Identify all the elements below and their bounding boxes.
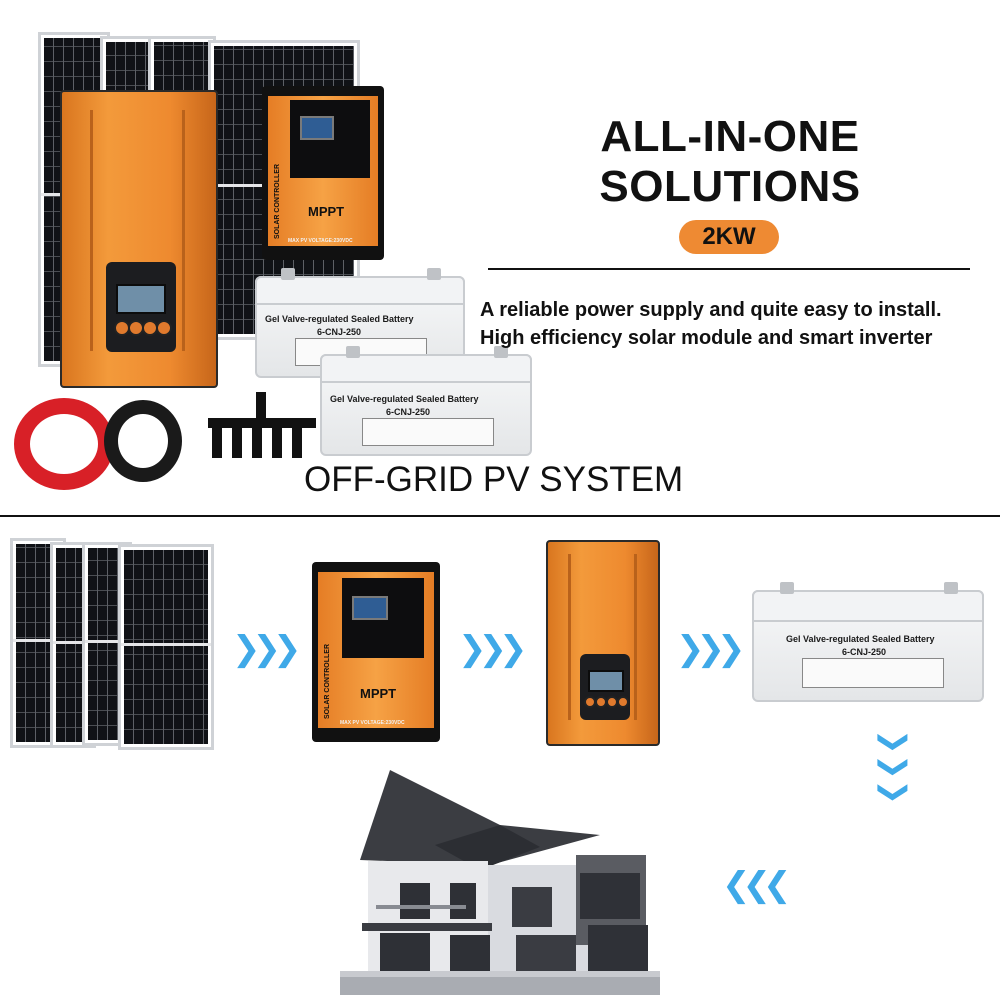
battery-title: Gel Valve-regulated Sealed Battery (265, 314, 414, 324)
section-divider (488, 268, 970, 270)
battery: Gel Valve-regulated Sealed Battery 6-CNJ… (320, 346, 532, 456)
house-illustration (340, 770, 660, 995)
battery-model: 6-CNJ-250 (842, 647, 887, 657)
inverter-button (156, 320, 172, 336)
chevron-right-icon: ❯❯❯ (676, 630, 746, 668)
inverter-display-panel (106, 262, 176, 352)
battery-model: 6-CNJ-250 (317, 327, 362, 337)
controller-side-label: SOLAR CONTROLLER (324, 643, 332, 720)
headline-line-2: SOLUTIONS (599, 162, 861, 211)
flow-mppt-controller: MPPT SOLAR CONTROLLER MAX PV VOLTAGE:230… (312, 562, 440, 742)
red-cable-coil (14, 398, 114, 490)
controller-voltage-label: MAX PV VOLTAGE:230VDC (340, 720, 405, 726)
controller-lcd (300, 116, 334, 140)
controller-voltage-label: MAX PV VOLTAGE:230VDC (288, 238, 353, 244)
battery-model: 6-CNJ-250 (386, 407, 431, 417)
controller-side-label: SOLAR CONTROLLER (274, 163, 282, 240)
inverter-button (617, 696, 629, 708)
headline-line-1: ALL-IN-ONE (600, 112, 860, 161)
chevron-left-icon: ❮❮❮ (722, 866, 792, 904)
flow-arrow-left: ❮❮❮ (722, 866, 792, 904)
system-title: OFF-GRID PV SYSTEM (304, 460, 684, 499)
description-line-2: High efficiency solar module and smart i… (480, 327, 933, 349)
controller-brand-label: MPPT (308, 204, 345, 219)
flow-arrow-down: ❯❯❯ (856, 729, 911, 804)
flow-arrow-right: ❯❯❯ (458, 630, 528, 668)
flow-battery: Gel Valve-regulated Sealed Battery 6-CNJ… (752, 582, 984, 702)
page-divider (0, 515, 1000, 517)
flow-solar-panels (10, 538, 215, 753)
controller-lcd (352, 596, 388, 620)
chevron-down-icon: ❯❯❯ (877, 729, 911, 805)
inverter-lcd (116, 284, 166, 314)
description-line-1: A reliable power supply and quite easy t… (480, 299, 942, 321)
inverter-lcd (588, 670, 624, 692)
flow-arrow-right: ❯❯❯ (232, 630, 302, 668)
controller-brand-label: MPPT (360, 686, 397, 701)
battery-title: Gel Valve-regulated Sealed Battery (330, 394, 479, 404)
description: A reliable power supply and quite easy t… (480, 296, 990, 352)
inverter-unit (60, 90, 218, 388)
power-badge: 2KW (679, 220, 779, 254)
chevron-right-icon: ❯❯❯ (458, 630, 528, 668)
solar-panel (118, 544, 214, 750)
inverter-display-panel (580, 654, 630, 720)
product-collage: MPPT SOLAR CONTROLLER MAX PV VOLTAGE:230… (0, 0, 532, 500)
mc4-branch-connector (208, 392, 316, 462)
battery-title: Gel Valve-regulated Sealed Battery (786, 634, 935, 644)
flow-inverter-unit (546, 540, 660, 746)
flow-arrow-right: ❯❯❯ (676, 630, 746, 668)
black-cable-coil (104, 400, 182, 482)
headline: ALL-IN-ONE SOLUTIONS (560, 112, 900, 212)
chevron-right-icon: ❯❯❯ (232, 630, 302, 668)
mppt-controller: MPPT SOLAR CONTROLLER MAX PV VOLTAGE:230… (262, 86, 384, 260)
